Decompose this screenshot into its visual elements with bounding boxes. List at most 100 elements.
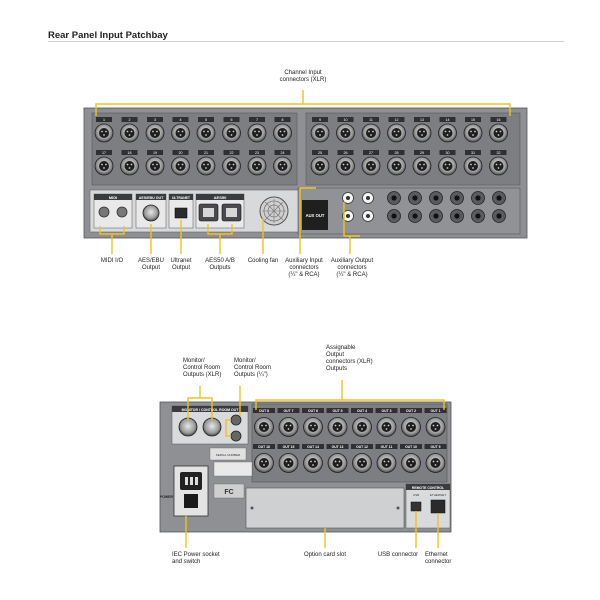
input-xlr-center bbox=[493, 161, 504, 171]
title-divider bbox=[48, 41, 564, 42]
xlr-pin bbox=[421, 167, 423, 169]
xlr-pin bbox=[279, 163, 282, 166]
output-number-tab bbox=[253, 408, 275, 413]
quarter-inch-jack-center bbox=[475, 213, 481, 219]
input-number-tab bbox=[274, 117, 291, 122]
xlr-pin bbox=[338, 424, 341, 427]
input-xlr-center bbox=[175, 161, 186, 171]
aes-ebu-section-label: AES/EBU OUT bbox=[139, 196, 164, 200]
xlr-pin bbox=[387, 460, 390, 463]
input-number-label: 19 bbox=[153, 151, 157, 155]
xlr-pin bbox=[263, 464, 265, 466]
xlr-pin bbox=[261, 460, 263, 463]
rca-jack-center bbox=[346, 196, 350, 200]
midi-section-label: MIDI bbox=[109, 195, 117, 200]
input-number-label: 27 bbox=[369, 151, 373, 155]
xlr-pin bbox=[105, 163, 107, 166]
xlr-pin bbox=[154, 134, 156, 136]
output-number-label: OUT 1 bbox=[431, 409, 441, 413]
xlr-pin bbox=[370, 167, 372, 169]
input-number-tab bbox=[223, 150, 240, 155]
xlr-pin bbox=[261, 424, 263, 427]
xlr-pin bbox=[383, 460, 386, 463]
xlr-pin bbox=[474, 163, 476, 166]
quarter-inch-jack-center bbox=[454, 195, 460, 201]
label-midi-io: MIDI I/O bbox=[100, 258, 124, 264]
xlr-pin bbox=[177, 130, 180, 133]
xlr-pin bbox=[285, 424, 288, 427]
xlr-pin bbox=[432, 460, 435, 463]
xlr-pin bbox=[470, 163, 472, 166]
xlr-pin bbox=[228, 130, 231, 133]
input-number-label: 22 bbox=[230, 151, 234, 155]
input-number-tab bbox=[249, 150, 265, 155]
input-number-tab bbox=[363, 117, 379, 122]
xlr-pin bbox=[232, 163, 235, 166]
input-number-label: 12 bbox=[395, 118, 399, 122]
xlr-pin bbox=[128, 167, 131, 169]
power-switch bbox=[184, 494, 198, 508]
xlr-pin bbox=[346, 130, 349, 133]
input-number-label: 17 bbox=[102, 151, 106, 155]
assignable-outputs-block bbox=[251, 403, 448, 483]
xlr-pin bbox=[317, 163, 319, 166]
output-number-tab bbox=[277, 408, 300, 413]
output-number-label: OUT 2 bbox=[406, 409, 416, 413]
output-number-tab bbox=[400, 444, 422, 449]
input-number-tab bbox=[147, 117, 163, 122]
input-number-label: 1 bbox=[103, 118, 105, 122]
output-xlr-center bbox=[283, 422, 294, 432]
xlr-pin bbox=[434, 464, 437, 466]
input-xlr-center bbox=[124, 128, 135, 138]
xlr-pin bbox=[263, 428, 265, 430]
xlr-pin bbox=[177, 163, 180, 166]
midi-in-port bbox=[98, 206, 110, 218]
quarter-inch-jack-center bbox=[391, 195, 397, 201]
xlr-pin bbox=[152, 163, 154, 166]
ethernet-port-label: ETHERNET bbox=[430, 493, 446, 497]
xlr-pin bbox=[361, 428, 363, 430]
input-number-label: 25 bbox=[318, 151, 322, 155]
xlr-pin bbox=[265, 460, 267, 463]
xlr-pin bbox=[312, 464, 314, 466]
xlr-pin bbox=[283, 130, 286, 133]
quarter-inch-jack-center bbox=[412, 213, 418, 219]
output-number-label: OUT 6 bbox=[308, 409, 318, 413]
quarter-inch-jack-center bbox=[454, 213, 460, 219]
xlr-pin bbox=[317, 130, 319, 133]
xlr-pin bbox=[207, 163, 209, 166]
input-number-label: 21 bbox=[204, 151, 208, 155]
xlr-pin bbox=[256, 134, 258, 136]
xlr-pin bbox=[344, 134, 347, 136]
monitor-quarter-left bbox=[230, 414, 242, 426]
xlr-pin bbox=[421, 134, 423, 136]
monitor-xlr-right bbox=[202, 417, 222, 437]
input-number-label: 26 bbox=[344, 151, 348, 155]
input-number-tab bbox=[249, 117, 265, 122]
output-number-label: OUT 10 bbox=[405, 445, 417, 449]
output-xlr-center bbox=[357, 422, 367, 432]
input-number-tab bbox=[490, 117, 507, 122]
xlr-pin bbox=[230, 167, 233, 169]
xlr-pin bbox=[312, 428, 314, 430]
xlr-pin bbox=[499, 130, 502, 133]
input-xlr-center bbox=[315, 128, 325, 138]
input-xlr-center bbox=[493, 128, 504, 138]
output-number-tab bbox=[326, 444, 349, 449]
page-title: Rear Panel Input Patchbay bbox=[48, 30, 168, 41]
aux-out-label: AUX OUT bbox=[306, 213, 325, 218]
rca-jack-center bbox=[366, 196, 370, 200]
xlr-pin bbox=[181, 130, 184, 133]
output-number-tab bbox=[302, 444, 324, 449]
input-xlr-center bbox=[201, 128, 211, 138]
input-number-label: 14 bbox=[446, 118, 450, 122]
xlr-pin bbox=[412, 424, 414, 427]
output-number-label: OUT 14 bbox=[307, 445, 319, 449]
input-number-label: 32 bbox=[497, 151, 501, 155]
input-xlr-center bbox=[277, 128, 288, 138]
input-xlr-center bbox=[468, 161, 478, 171]
